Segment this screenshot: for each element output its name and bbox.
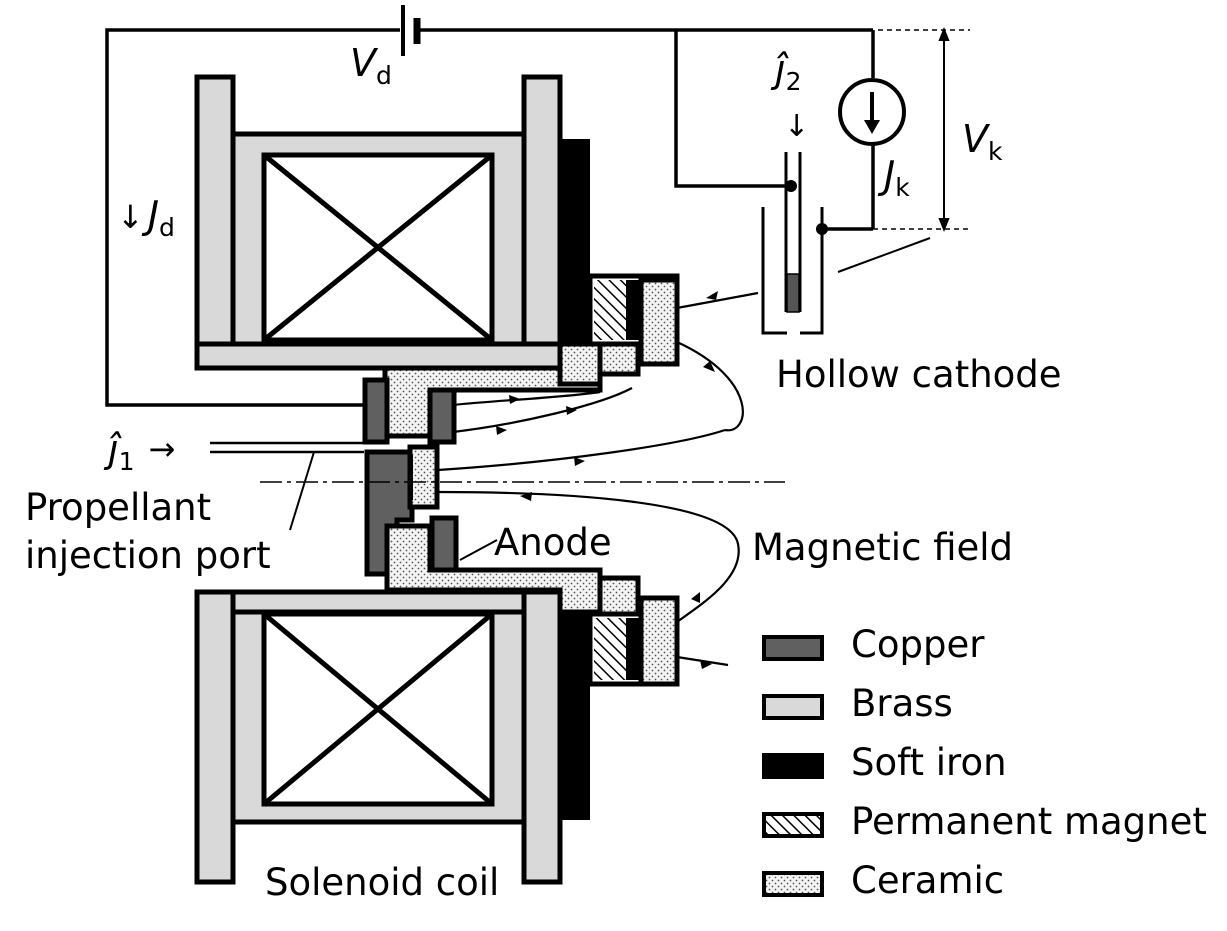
legend-swatch-copper	[762, 635, 824, 661]
legend-label-brass: Brass	[851, 682, 953, 725]
field-arrows	[496, 291, 718, 669]
legend-swatch-soft-iron	[762, 753, 824, 779]
cathode-node-inner	[785, 180, 797, 192]
propellant-injection-tube	[210, 441, 364, 454]
propellant-label-line1: Propellant	[25, 486, 211, 529]
upper-solenoid-coil	[194, 74, 563, 371]
propellant-label-line2: injection port	[25, 534, 271, 577]
hollow-cathode-label: Hollow cathode	[776, 353, 1062, 396]
anode-label: Anode	[494, 521, 612, 564]
legend-label-copper: Copper	[851, 623, 985, 666]
lower-magnet-assembly	[560, 575, 680, 820]
battery-icon	[401, 5, 421, 56]
magnetic-field-lines	[437, 291, 759, 669]
lower-solenoid-coil	[194, 589, 563, 885]
legend-swatch-brass	[762, 694, 824, 720]
anode-pointer	[459, 539, 498, 561]
jk-label: Jk	[877, 153, 910, 202]
vd-label: Vd	[350, 41, 392, 90]
current-source-icon	[838, 78, 906, 146]
legend-swatch-permanent-magnet	[762, 812, 824, 838]
hollow-cathode	[761, 152, 931, 335]
upper-channel	[362, 365, 603, 445]
magnetic-field-label: Magnetic field	[752, 526, 1013, 569]
legend-label-ceramic: Ceramic	[851, 859, 1004, 902]
legend-label-permanent-magnet: Permanent magnet	[851, 800, 1207, 843]
j2-arrow: ↓	[784, 109, 809, 144]
legend-swatch-ceramic	[762, 871, 824, 897]
legend-label-soft-iron: Soft iron	[851, 741, 1007, 784]
propellant-pointer	[289, 451, 315, 531]
j1-label: ĵ1→	[103, 427, 175, 476]
solenoid-coil-label: Solenoid coil	[265, 861, 499, 904]
upper-magnet-assembly	[557, 139, 680, 387]
vk-label: Vk	[962, 117, 1003, 166]
j2-label: ĵ2	[770, 47, 801, 96]
jd-label: ↓Jd	[117, 193, 175, 242]
vk-dimension	[828, 27, 970, 232]
